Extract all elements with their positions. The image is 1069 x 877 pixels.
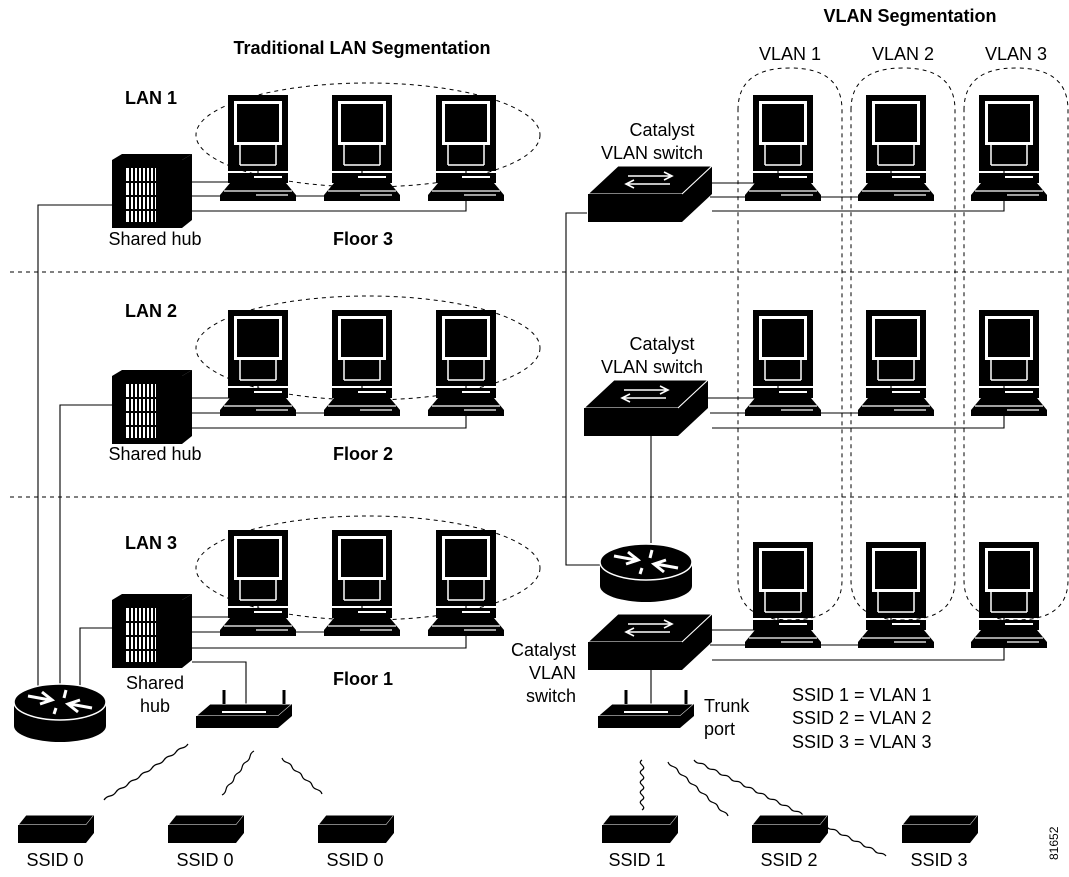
shared-hub-icon	[111, 593, 193, 669]
workstation-icon	[219, 94, 297, 202]
trunk-port-label-line1: Trunk	[704, 696, 750, 716]
shared-hub-label-line1: Shared	[126, 673, 184, 693]
catalyst-switch-icon	[583, 379, 709, 437]
switch-label-line1: Catalyst	[629, 120, 694, 140]
workstation-icon	[857, 541, 935, 649]
wireless-client-icon	[601, 814, 679, 844]
client-ssid-label: SSID 0	[176, 850, 233, 870]
wireless-link	[639, 759, 645, 811]
lan-1-group	[195, 82, 541, 188]
shared-hub-label: Shared hub	[108, 229, 201, 249]
switch-label-line1: Catalyst	[629, 334, 694, 354]
router-icon	[598, 542, 694, 604]
switch-label-line1: Catalyst	[511, 640, 576, 660]
vlan-3-label: VLAN 3	[985, 44, 1047, 64]
vlan-1-label: VLAN 1	[759, 44, 821, 64]
vlan-title: VLAN Segmentation	[823, 6, 996, 26]
client-ssid-label: SSID 0	[26, 850, 83, 870]
router-icon	[12, 682, 108, 744]
shared-hub-icon	[111, 369, 193, 445]
wireless-client-icon	[167, 814, 245, 844]
workstation-icon	[427, 529, 505, 637]
switch-label-line2: VLAN switch	[601, 143, 703, 163]
lan-2-label: LAN 2	[125, 301, 177, 321]
wireless-link	[221, 750, 255, 796]
access-point-icon	[596, 688, 696, 730]
ssid-mapping-1: SSID 1 = VLAN 1	[792, 685, 932, 705]
wireless-link	[667, 761, 729, 817]
traditional-title: Traditional LAN Segmentation	[233, 38, 490, 58]
lan-2-group	[195, 295, 541, 401]
floor-2-label: Floor 2	[333, 444, 393, 464]
shared-hub-label: Shared hub	[108, 444, 201, 464]
switch-label-line2: VLAN switch	[601, 357, 703, 377]
workstation-icon	[857, 94, 935, 202]
workstation-icon	[744, 309, 822, 417]
workstation-icon	[970, 94, 1048, 202]
client-ssid-label: SSID 1	[608, 850, 665, 870]
workstation-icon	[970, 309, 1048, 417]
wireless-link	[693, 759, 887, 857]
client-ssid-label: SSID 2	[760, 850, 817, 870]
workstation-icon	[323, 94, 401, 202]
catalyst-switch-icon	[587, 613, 713, 671]
workstation-icon	[427, 309, 505, 417]
floor-1-label: Floor 1	[333, 669, 393, 689]
ssid-mapping-3: SSID 3 = VLAN 3	[792, 732, 932, 752]
figure-id: 81652	[1047, 826, 1061, 860]
switch-label-line2: VLAN	[529, 663, 576, 683]
workstation-icon	[970, 541, 1048, 649]
workstation-icon	[744, 541, 822, 649]
workstation-icon	[219, 309, 297, 417]
wireless-link	[103, 743, 189, 801]
floor-3-label: Floor 3	[333, 229, 393, 249]
client-ssid-label: SSID 3	[910, 850, 967, 870]
workstation-icon	[219, 529, 297, 637]
ssid-mapping-2: SSID 2 = VLAN 2	[792, 708, 932, 728]
wireless-client-icon	[17, 814, 95, 844]
workstation-icon	[323, 529, 401, 637]
lan-3-group	[195, 515, 541, 621]
shared-hub-icon	[111, 153, 193, 229]
wireless-client-icon	[751, 814, 829, 844]
trunk-port-label-line2: port	[704, 719, 735, 739]
client-ssid-label: SSID 0	[326, 850, 383, 870]
access-point-icon	[194, 688, 294, 730]
switch-label-line3: switch	[526, 686, 576, 706]
workstation-icon	[323, 309, 401, 417]
workstation-icon	[427, 94, 505, 202]
wireless-client-icon	[901, 814, 979, 844]
lan-1-label: LAN 1	[125, 88, 177, 108]
vlan-2-label: VLAN 2	[872, 44, 934, 64]
catalyst-switch-icon	[587, 165, 713, 223]
wireless-link	[281, 757, 323, 795]
workstation-icon	[857, 309, 935, 417]
lan-3-label: LAN 3	[125, 533, 177, 553]
workstation-icon	[744, 94, 822, 202]
wireless-client-icon	[317, 814, 395, 844]
shared-hub-label-line2: hub	[140, 696, 170, 716]
